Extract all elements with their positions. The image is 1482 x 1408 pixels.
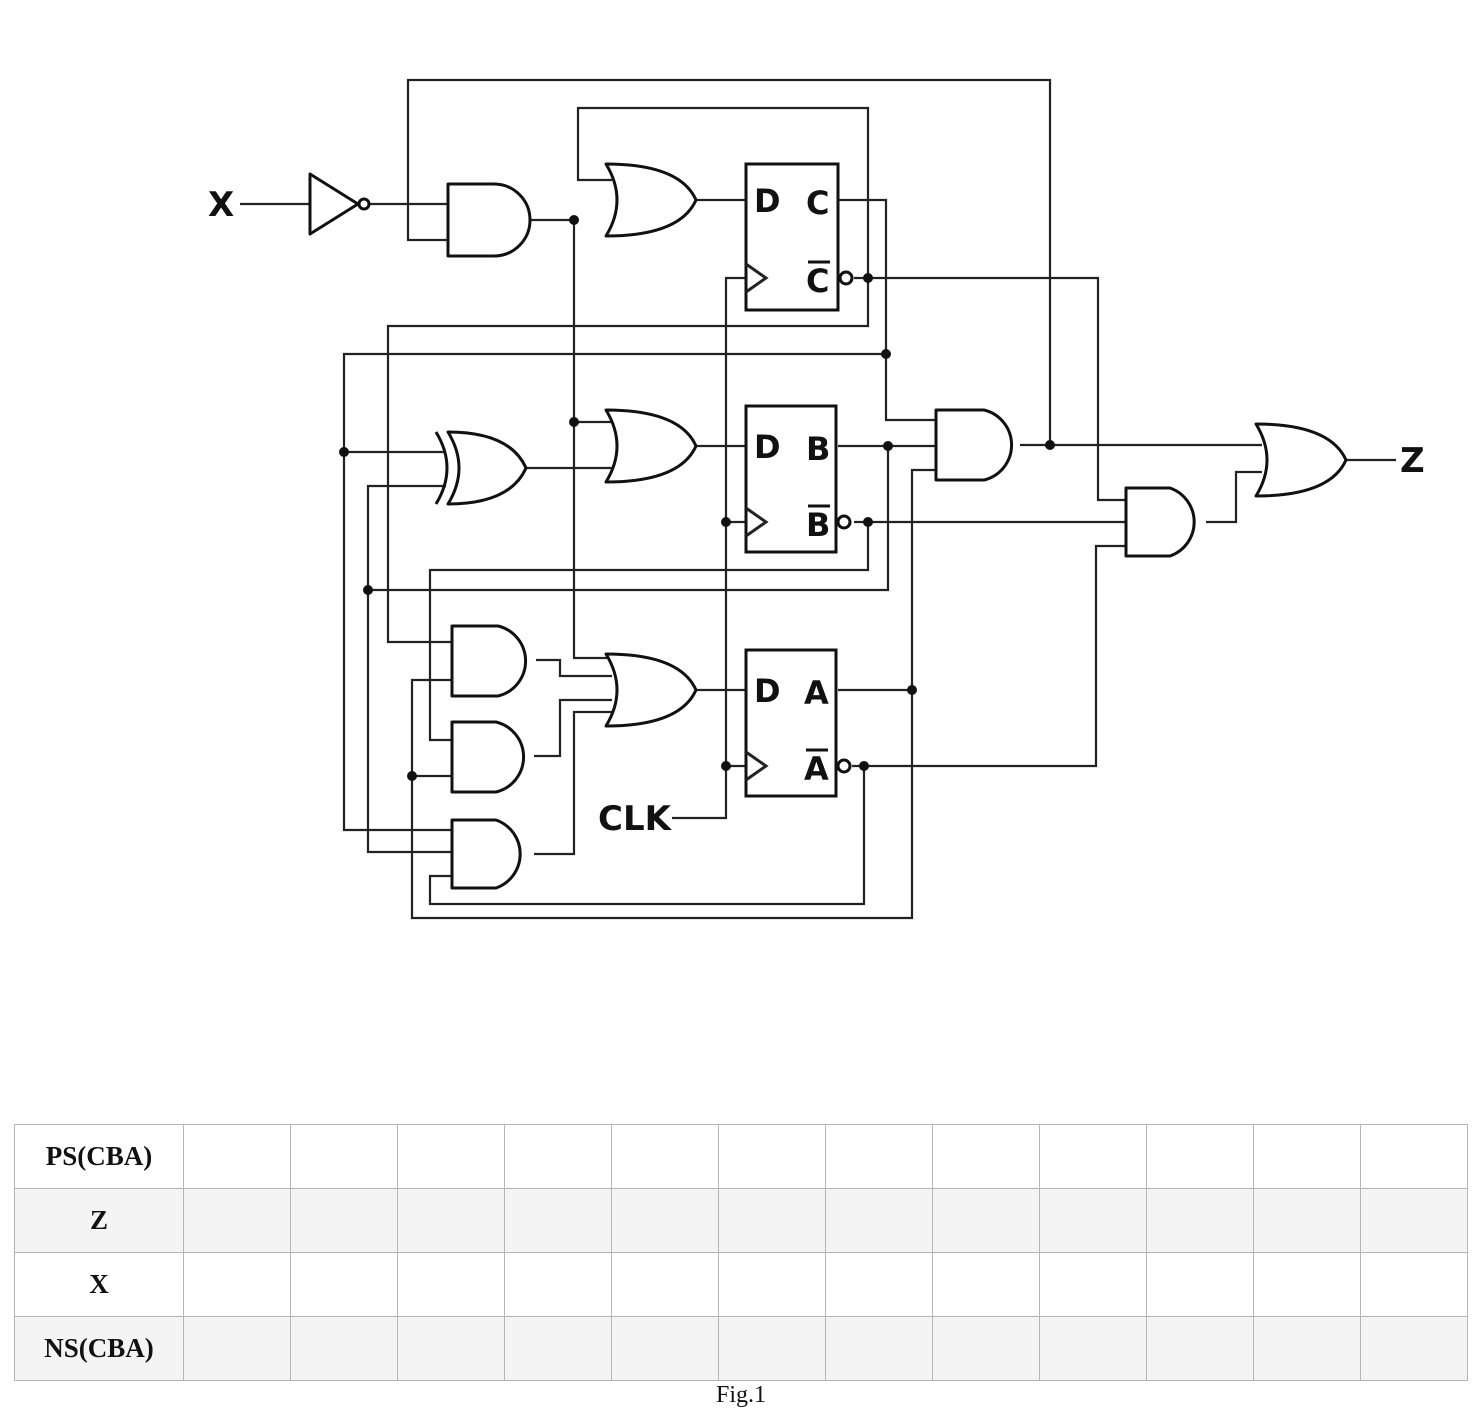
table-cell[interactable] bbox=[290, 1188, 398, 1253]
table-cell[interactable] bbox=[825, 1252, 933, 1317]
and-gate bbox=[450, 818, 522, 890]
and-gate bbox=[450, 720, 526, 794]
table-cell[interactable] bbox=[611, 1124, 719, 1189]
output-z-label: Z bbox=[1400, 441, 1425, 481]
or-gate bbox=[604, 162, 698, 238]
table-cell[interactable] bbox=[611, 1252, 719, 1317]
ff-c-qbar-label: C bbox=[806, 262, 829, 300]
row-header: NS(CBA) bbox=[14, 1316, 184, 1381]
table-cell[interactable] bbox=[290, 1252, 398, 1317]
table-cell[interactable] bbox=[825, 1188, 933, 1253]
table-cell[interactable] bbox=[611, 1188, 719, 1253]
table-cell[interactable] bbox=[183, 1252, 291, 1317]
wires bbox=[240, 78, 1396, 920]
table-cell[interactable] bbox=[290, 1124, 398, 1189]
ff-a-qbar-label: A bbox=[804, 750, 829, 788]
row-header: PS(CBA) bbox=[14, 1124, 184, 1189]
table-cell[interactable] bbox=[183, 1188, 291, 1253]
table-cell[interactable] bbox=[1146, 1316, 1254, 1381]
table-cell[interactable] bbox=[825, 1124, 933, 1189]
table-row: NS(CBA) bbox=[14, 1316, 1468, 1381]
table-row: X bbox=[14, 1252, 1468, 1317]
figure-caption: Fig.1 bbox=[715, 1382, 766, 1408]
ff-b-q-label: B bbox=[806, 430, 830, 468]
table-cell[interactable] bbox=[397, 1252, 505, 1317]
and-gate bbox=[446, 182, 532, 258]
table-cell[interactable] bbox=[183, 1316, 291, 1381]
table-cell[interactable] bbox=[290, 1316, 398, 1381]
ff-c-q-label: C bbox=[806, 184, 829, 222]
table-cell[interactable] bbox=[1253, 1124, 1361, 1189]
table-cell[interactable] bbox=[1039, 1188, 1147, 1253]
not-gate bbox=[308, 172, 360, 236]
table-cell[interactable] bbox=[932, 1252, 1040, 1317]
table-cell[interactable] bbox=[1253, 1316, 1361, 1381]
flip-flop-b: D B B bbox=[744, 404, 852, 554]
or-gate bbox=[1254, 422, 1348, 498]
or-gate bbox=[604, 652, 698, 728]
table-cell[interactable] bbox=[504, 1188, 612, 1253]
table-cell[interactable] bbox=[504, 1124, 612, 1189]
table-row: Z bbox=[14, 1188, 1468, 1253]
xor-gate bbox=[446, 430, 528, 506]
input-x-label: X bbox=[208, 185, 234, 225]
table-cell[interactable] bbox=[1146, 1124, 1254, 1189]
table-cell[interactable] bbox=[718, 1252, 826, 1317]
table-cell[interactable] bbox=[1360, 1188, 1468, 1253]
table-cell[interactable] bbox=[932, 1188, 1040, 1253]
table-cell[interactable] bbox=[1146, 1188, 1254, 1253]
table-cell[interactable] bbox=[1039, 1124, 1147, 1189]
table-cell[interactable] bbox=[397, 1316, 505, 1381]
clock-label: CLK bbox=[598, 799, 673, 839]
gates bbox=[308, 162, 1348, 890]
table-cell[interactable] bbox=[1360, 1252, 1468, 1317]
table-cell[interactable] bbox=[1360, 1124, 1468, 1189]
row-header: X bbox=[14, 1252, 184, 1317]
table-cell[interactable] bbox=[932, 1124, 1040, 1189]
ff-b-d-label: D bbox=[754, 428, 781, 466]
table-cell[interactable] bbox=[1253, 1188, 1361, 1253]
table-cell[interactable] bbox=[1360, 1316, 1468, 1381]
table-cell[interactable] bbox=[1039, 1252, 1147, 1317]
table-cell[interactable] bbox=[504, 1252, 612, 1317]
table-cell[interactable] bbox=[1039, 1316, 1147, 1381]
table-cell[interactable] bbox=[825, 1316, 933, 1381]
table-cell[interactable] bbox=[504, 1316, 612, 1381]
table-cell[interactable] bbox=[397, 1188, 505, 1253]
ff-a-q-label: A bbox=[804, 674, 829, 712]
table-row: PS(CBA) bbox=[14, 1124, 1468, 1189]
table-cell[interactable] bbox=[932, 1316, 1040, 1381]
and-gate bbox=[934, 408, 1014, 482]
table-cell[interactable] bbox=[718, 1316, 826, 1381]
table-cell[interactable] bbox=[1253, 1252, 1361, 1317]
table-cell[interactable] bbox=[718, 1188, 826, 1253]
table-cell[interactable] bbox=[611, 1316, 719, 1381]
row-header: Z bbox=[14, 1188, 184, 1253]
and-gate bbox=[1124, 486, 1196, 558]
junction-dots bbox=[339, 215, 1055, 781]
table-cell[interactable] bbox=[183, 1124, 291, 1189]
table-cell[interactable] bbox=[397, 1124, 505, 1189]
flip-flop-a: D A A bbox=[744, 648, 852, 798]
and-gate bbox=[450, 624, 528, 698]
table-cell[interactable] bbox=[1146, 1252, 1254, 1317]
logic-circuit-diagram: D C C D B B D A A X bbox=[208, 78, 1425, 920]
ff-c-d-label: D bbox=[754, 182, 781, 220]
ff-b-qbar-label: B bbox=[806, 506, 830, 544]
or-gate bbox=[604, 408, 698, 484]
ff-a-d-label: D bbox=[754, 672, 781, 710]
table-cell[interactable] bbox=[718, 1124, 826, 1189]
flip-flop-c: D C C bbox=[744, 162, 854, 312]
